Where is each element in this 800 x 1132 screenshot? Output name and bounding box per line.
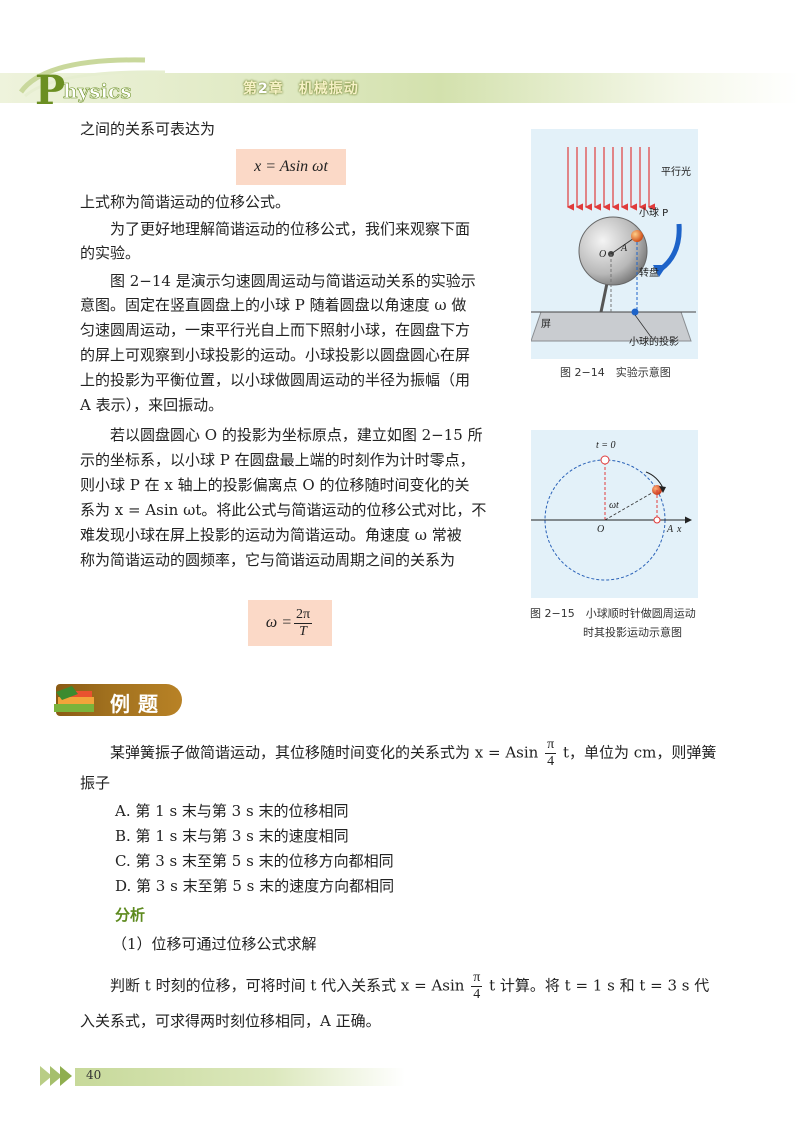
books-icon	[52, 684, 102, 716]
body-line-3: 为了更好地理解简谐运动的位移公式，我们来观察下面	[80, 220, 471, 238]
body-line-14: 系为 x = Asin ωt。将此公式与简谐运动的位移公式对比，不	[80, 501, 487, 519]
body-line-13: 则小球 P 在 x 轴上的投影偏离点 O 的位移随时间变化的关	[80, 476, 470, 494]
svg-text:x: x	[676, 524, 682, 535]
analysis-line-1: （1）位移可通过位移公式求解	[112, 935, 317, 953]
body-line-12: 示的坐标系，以小球 P 在圆盘最上端的时刻作为计时零点，	[80, 451, 475, 469]
option-b: B. 第 1 s 末与第 3 s 末的速度相同	[115, 827, 349, 845]
option-c: C. 第 3 s 末至第 5 s 末的位移方向都相同	[115, 852, 394, 870]
body-line-15: 难发现小球在屏上投影的运动为简谐运动。角速度 ω 常被	[80, 526, 462, 544]
svg-text:A: A	[620, 243, 628, 254]
option-d: D. 第 3 s 末至第 5 s 末的速度方向都相同	[115, 877, 395, 895]
formula-displacement: x = Asin ωt	[236, 149, 346, 185]
body-line-8: 的屏上可观察到小球投影的运动。小球投影以圆盘圆心在屏	[80, 346, 471, 364]
svg-text:t = 0: t = 0	[596, 440, 616, 451]
body-line-9: 上的投影为平衡位置，以小球做圆周运动的半径为振幅（用	[80, 371, 471, 389]
svg-text:小球 P: 小球 P	[639, 206, 668, 219]
body-line-4: 的实验。	[80, 244, 141, 262]
svg-text:P: P	[35, 67, 65, 112]
svg-text:屏: 屏	[541, 318, 551, 330]
figure-2-14-caption: 图 2−14 实验示意图	[560, 366, 671, 379]
footer-arrows-icon	[40, 1064, 80, 1088]
option-a: A. 第 1 s 末与第 3 s 末的位移相同	[115, 802, 349, 820]
physics-logo: P hysics	[15, 52, 205, 114]
figure-2-14: 平行光 屏 O A 小球 P 转盘 小球的投影	[530, 129, 698, 359]
figure-2-15: t = 0 ωt O A x	[531, 430, 698, 598]
body-line-16: 称为简谐运动的圆频率，它与简谐运动周期之间的关系为	[80, 551, 456, 569]
body-line-5: 图 2−14 是演示匀速圆周运动与简谐运动关系的实验示	[80, 272, 476, 290]
svg-text:ωt: ωt	[609, 500, 619, 511]
parallel-light-label: 平行光	[661, 165, 691, 178]
body-line-2: 上式称为简谐运动的位移公式。	[80, 193, 291, 211]
svg-text:O: O	[599, 249, 606, 260]
svg-text:hysics: hysics	[63, 79, 131, 103]
analysis-line-3: 入关系式，可求得两时刻位移相同，A 正确。	[80, 1012, 381, 1030]
body-line-6: 意图。固定在竖直圆盘上的小球 P 随着圆盘以角速度 ω 做	[80, 296, 467, 314]
body-line-11: 若以圆盘圆心 O 的投影为坐标原点，建立如图 2−15 所	[80, 426, 483, 444]
analysis-heading: 分析	[115, 906, 146, 924]
page-number: 40	[86, 1068, 102, 1082]
body-line-7: 匀速圆周运动，一束平行光自上而下照射小球，在圆盘下方	[80, 321, 471, 339]
svg-text:O: O	[597, 524, 604, 535]
chapter-title: 第2章 机械振动	[243, 81, 359, 97]
svg-text:小球的投影: 小球的投影	[629, 335, 679, 348]
svg-text:A: A	[666, 524, 674, 535]
svg-text:转盘: 转盘	[639, 266, 659, 279]
question-line-2: 振子	[80, 774, 111, 792]
example-title: 例题	[110, 692, 166, 716]
figure-2-15-caption-line1: 图 2−15 小球顺时针做圆周运动	[530, 607, 696, 620]
figure-2-15-caption-line2: 时其投影运动示意图	[583, 626, 682, 639]
body-line-10: A 表示），来回振动。	[80, 396, 224, 414]
header-band	[0, 73, 800, 103]
body-line-1: 之间的关系可表达为	[80, 120, 216, 138]
footer-band	[75, 1068, 405, 1086]
